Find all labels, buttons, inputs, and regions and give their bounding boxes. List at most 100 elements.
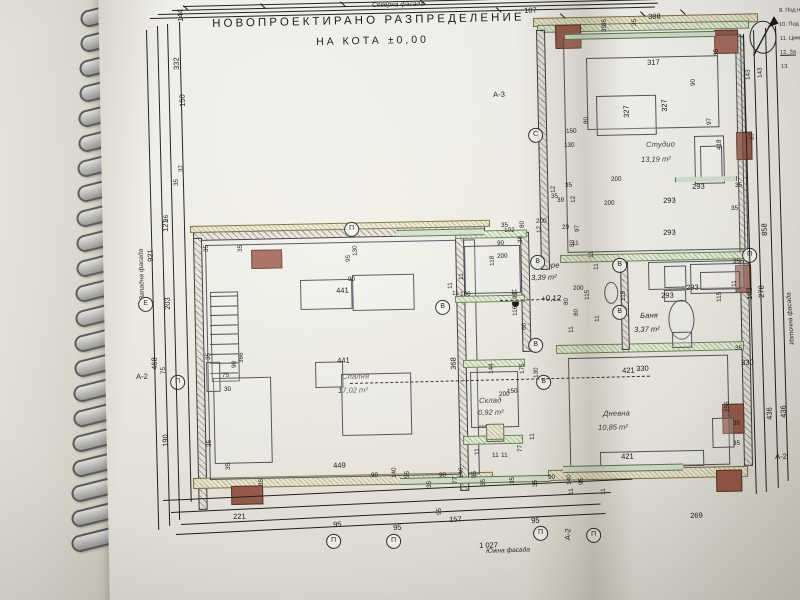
window-tag-bottom-4: П: [586, 527, 602, 543]
dimension-value: 293: [661, 290, 674, 300]
window-tag-bottom-3: П: [533, 525, 549, 541]
dimension-value: 317: [647, 57, 660, 67]
dimension-value: 90: [548, 473, 556, 481]
dimension-value: 186: [460, 290, 471, 298]
dimension-value: 175: [518, 363, 526, 374]
dimension-value: 35: [204, 352, 212, 360]
dimension-value: 35: [733, 257, 741, 265]
dimension-chain-line: [146, 30, 160, 530]
furniture-fixture: [700, 145, 723, 180]
dimension-value: 86: [162, 214, 170, 222]
dimension-value: 11: [501, 451, 508, 459]
door-tag-hall-2: В: [528, 337, 544, 353]
dimension-value: 130: [351, 245, 359, 256]
dimension-value: 90: [348, 275, 356, 283]
dimension-value: 221: [233, 511, 246, 521]
section-mark-a2-bottom: А-2: [563, 528, 573, 541]
legend-item: 10. Под: [779, 21, 800, 28]
plan-line: [210, 305, 239, 307]
dimension-value: 200: [604, 199, 615, 207]
furniture-fixture: [315, 361, 344, 388]
dimension-value: 441: [336, 285, 349, 295]
structural-column: [716, 469, 743, 492]
dimension-value: 115: [619, 290, 627, 301]
dimension-value: 143: [756, 67, 764, 78]
dimension-value: 95: [403, 470, 411, 478]
dimension-value: 144: [487, 363, 495, 374]
dimension-value: 143: [744, 69, 752, 80]
dimension-value: 11: [446, 282, 454, 289]
furniture-fixture: [604, 281, 619, 304]
dimension-value: 116: [511, 305, 519, 316]
dimension-value: 421: [621, 451, 634, 461]
dimension-value: 11: [452, 289, 459, 297]
dimension-value: 200: [611, 175, 622, 183]
dimension-value: 35: [224, 462, 232, 470]
furniture-fixture: [664, 265, 687, 288]
window-tag-bottom-1: П: [326, 533, 342, 549]
dimension-value: 366: [237, 352, 245, 363]
dimension-value: 99: [511, 291, 519, 299]
legend-item: 9. Под н: [779, 7, 800, 14]
dimension-value: 12: [569, 195, 577, 203]
dimension-value: 388: [648, 11, 661, 21]
window-tag-bottom-2: П: [386, 533, 402, 549]
dimension-value: 90: [497, 239, 505, 247]
dimension-value: 80: [568, 239, 576, 247]
dimension-value: 80: [582, 116, 590, 124]
dimension-value: 39: [557, 196, 565, 204]
dimension-value: 77: [451, 476, 459, 484]
dimension-value: 90: [371, 471, 379, 479]
dimension-value: 95: [333, 519, 342, 529]
dimension-value: 90: [230, 360, 238, 368]
dimension-value: 418: [715, 139, 723, 150]
dimension-value: 256: [723, 401, 731, 412]
dimension-value: 293: [686, 282, 699, 292]
dimension-value: 140: [390, 467, 398, 478]
dimension-value: 11: [567, 326, 575, 333]
dimension-value: 11: [457, 273, 465, 280]
dimension-value: 11: [592, 263, 600, 270]
dimension-value: 35: [733, 419, 741, 427]
window-tag-left: П: [170, 374, 186, 390]
dimension-value: 421: [622, 365, 635, 375]
dimension-value: 200: [536, 217, 547, 225]
dimension-value: 35: [205, 439, 213, 447]
dimension-value: 858: [759, 223, 769, 236]
furniture-fixture: [352, 273, 415, 311]
room-area-hall: 3,39 m²: [531, 272, 557, 282]
dimension-value: 97: [705, 117, 713, 125]
dimension-value: 95: [470, 470, 478, 478]
dimension-value: 11: [587, 251, 595, 258]
dimension-value: 1 027: [479, 540, 499, 550]
wall-segment: [536, 29, 551, 270]
dimension-value: 921: [145, 249, 155, 262]
dimension-value: 293: [663, 195, 676, 205]
dimension-value: 35: [257, 478, 265, 486]
legend-item: 13.: [780, 63, 789, 70]
dimension-value: 115: [583, 289, 591, 300]
dimension-value: 90: [689, 78, 697, 86]
dimension-value: 330: [636, 363, 649, 373]
dimension-value: 60: [520, 322, 528, 330]
dimension-value: 35: [733, 439, 741, 447]
level-tag-left: Е: [138, 296, 154, 312]
dimension-value: 11: [492, 451, 499, 459]
legend-item: 11. Цим: [779, 35, 800, 42]
dimension-value: 35: [735, 344, 743, 352]
dimension-value: 35: [565, 181, 573, 189]
dimension-value: 327: [659, 99, 669, 112]
elevation-dot: [512, 300, 519, 307]
dimension-value: 11: [473, 448, 481, 455]
dimension-value: 118: [488, 255, 496, 266]
furniture-fixture: [672, 331, 693, 348]
plan-line: [210, 353, 239, 355]
dimension-value: 35: [236, 244, 244, 252]
dimension-value: 130: [564, 141, 575, 149]
wall-segment: [520, 231, 532, 352]
dimension-value: 441: [337, 355, 350, 365]
dimension-value: 293: [663, 227, 676, 237]
dimension-value: 80: [518, 220, 526, 228]
dimension-value: 200: [499, 390, 510, 398]
